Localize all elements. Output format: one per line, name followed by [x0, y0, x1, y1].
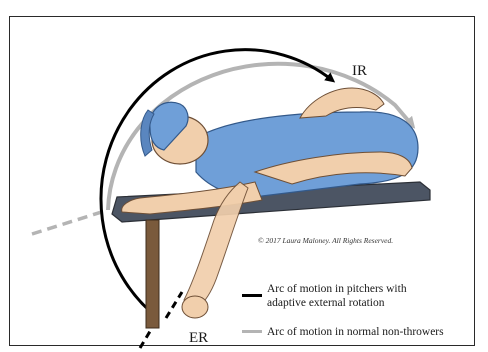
legend-label-pitchers-line2: adaptive external rotation	[267, 296, 407, 310]
legend-swatch-gray	[242, 330, 262, 333]
copyright-notice: © 2017 Laura Maloney. All Rights Reserve…	[258, 236, 393, 245]
legend-label-non-throwers: Arc of motion in normal non-throwers	[267, 325, 444, 339]
ir-label: IR	[352, 63, 367, 80]
legend-label-pitchers-line1: Arc of motion in pitchers with	[267, 282, 407, 296]
hand	[182, 296, 208, 318]
normal-arc-dashed	[32, 210, 108, 234]
legend-swatch-black	[242, 294, 262, 297]
legend-label-pitchers: Arc of motion in pitchers with adaptive …	[267, 282, 407, 310]
table-leg	[146, 220, 159, 328]
er-label: ER	[189, 330, 208, 347]
